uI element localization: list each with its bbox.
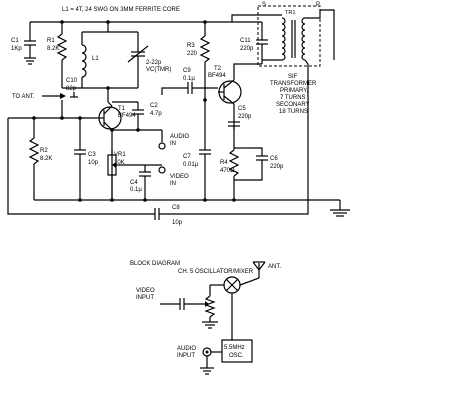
sif-line-6: 18 TURNS: [279, 109, 308, 115]
osc-label-2: OSC.: [229, 353, 244, 359]
capacitor-c5: C5 220p: [228, 104, 252, 130]
tr1-p-label: P: [316, 2, 320, 8]
sif-transformer-tr1: S P TR1: [257, 2, 335, 67]
t2-label: T2: [214, 66, 222, 72]
ground-bus: [34, 199, 350, 217]
video-in-label-1: VIDEO: [170, 174, 189, 180]
capacitor-c10: C10 82p: [61, 78, 82, 98]
capacitor-c8: C8 10p: [10, 64, 309, 226]
resistor-r3: R3 220: [187, 22, 211, 100]
c1-value: 1Kp: [11, 46, 22, 52]
capacitor-c2: C2 4.7p: [112, 101, 162, 130]
l1-label: L1: [92, 56, 99, 62]
r2-value: 8.2K: [40, 156, 52, 162]
c3-value: 10p: [88, 160, 99, 166]
c4-value: 0.1µ: [130, 187, 142, 193]
c11-value: 220p: [240, 46, 254, 52]
tr1-s-label: S: [262, 2, 266, 8]
r3-value: 220: [187, 51, 198, 57]
c11-label: C11: [240, 38, 251, 44]
transistor-t1: T1 BF494: [94, 101, 136, 131]
r3-label: R3: [187, 43, 195, 49]
c6-label: C6: [270, 156, 278, 162]
audio-in-label-2: IN: [170, 141, 176, 147]
vr1-label: VR1: [114, 152, 126, 158]
osc-label-1: 5.5MHz: [224, 345, 245, 351]
audio-in-jack: AUDIO IN: [138, 129, 189, 150]
t2-collector-wire: [233, 63, 262, 80]
block-audio-label-2: INPUT: [177, 353, 195, 359]
audio-in-label-1: AUDIO: [170, 134, 189, 140]
block-diagram: BLOCK DIAGRAM CH. 5 OSCILLATOR/MIXER ANT…: [130, 261, 281, 375]
video-in-label-2: IN: [170, 181, 176, 187]
c7-label: C7: [183, 154, 191, 160]
header-note: L1 = 4T, 24 SWG ON 3MM FERRITE CORE: [62, 7, 180, 13]
c10-label: C10: [66, 78, 78, 84]
junction-dots: [32, 20, 236, 202]
tr1-label: TR1: [285, 10, 295, 16]
c5-label: C5: [238, 106, 246, 112]
c5-value: 220p: [238, 114, 252, 120]
vr1-value: 10K: [114, 160, 125, 166]
to-ant-label: TO ANT.: [12, 94, 35, 100]
resistor-r2: R2 8.2K: [28, 118, 52, 200]
capacitor-c11: C11 220p: [240, 22, 268, 64]
capacitor-c7: C7 0.01µ: [183, 100, 211, 200]
sif-line-2: TRANSFORMER: [270, 81, 317, 87]
c6-value: 220p: [270, 164, 284, 170]
capacitor-c1: C1 1Kp: [11, 22, 36, 65]
t2-part: BF494: [208, 73, 226, 79]
emitter-network-t2: R4 470Ω C6 220p: [220, 126, 284, 200]
c2-value: 4.7p: [150, 111, 162, 117]
c3-label: C3: [88, 152, 96, 158]
block-diagram-title: BLOCK DIAGRAM: [130, 261, 180, 267]
r2-label: R2: [40, 148, 48, 154]
t1-part: BF494: [118, 113, 136, 119]
r4-value: 470Ω: [220, 168, 235, 174]
block-video-label-1: VIDEO: [136, 288, 155, 294]
sif-description: SIF TRANSFORMER PRIMARY, 7 TURNS SECONAR…: [270, 74, 317, 115]
potentiometer-vr1: VR1 10K: [107, 150, 145, 200]
c8-label: C8: [172, 205, 180, 211]
transistor-t2: T2 BF494: [208, 66, 242, 105]
c9-label: C9: [183, 68, 191, 74]
resistor-r1: R1 8.2K: [47, 22, 68, 85]
antenna-output: TO ANT.: [12, 93, 66, 100]
r1-value: 8.2K: [47, 46, 59, 52]
r4-label: R4: [220, 160, 228, 166]
c9-value: 0.1µ: [183, 76, 195, 82]
block-ant-label: ANT.: [268, 264, 281, 270]
c8-value: 10p: [172, 220, 183, 226]
block-diagram-subtitle: CH. 5 OSCILLATOR/MIXER: [178, 269, 254, 275]
sif-line-3: PRIMARY,: [280, 88, 308, 94]
block-video-label-2: INPUT: [136, 295, 154, 301]
sif-line-5: SECONARY: [276, 102, 310, 108]
sif-line-1: SIF: [288, 74, 298, 80]
c4-label: C4: [130, 180, 138, 186]
sif-line-4: 7 TURNS: [280, 95, 306, 101]
t1-label: T1: [118, 106, 126, 112]
c7-value: 0.01µ: [183, 162, 199, 168]
vc-value: 2-22p: [146, 60, 162, 66]
r1-label: R1: [47, 38, 55, 44]
vc-label: VC(TMR): [146, 67, 171, 73]
tank-circuit-l1-vc: L1 2-22p VC(TMR): [81, 22, 171, 102]
c2-label: C2: [150, 103, 158, 109]
capacitor-c9: C9 0.1µ: [161, 68, 218, 95]
block-audio-label-1: AUDIO: [177, 346, 196, 352]
video-in-jack: VIDEO IN: [145, 164, 189, 187]
c1-label: C1: [11, 38, 19, 44]
c10-value: 82p: [66, 86, 77, 92]
capacitor-c4: C4 0.1µ: [130, 165, 151, 200]
capacitor-c3: C3 10p: [74, 118, 99, 200]
top-rail: [30, 14, 262, 23]
